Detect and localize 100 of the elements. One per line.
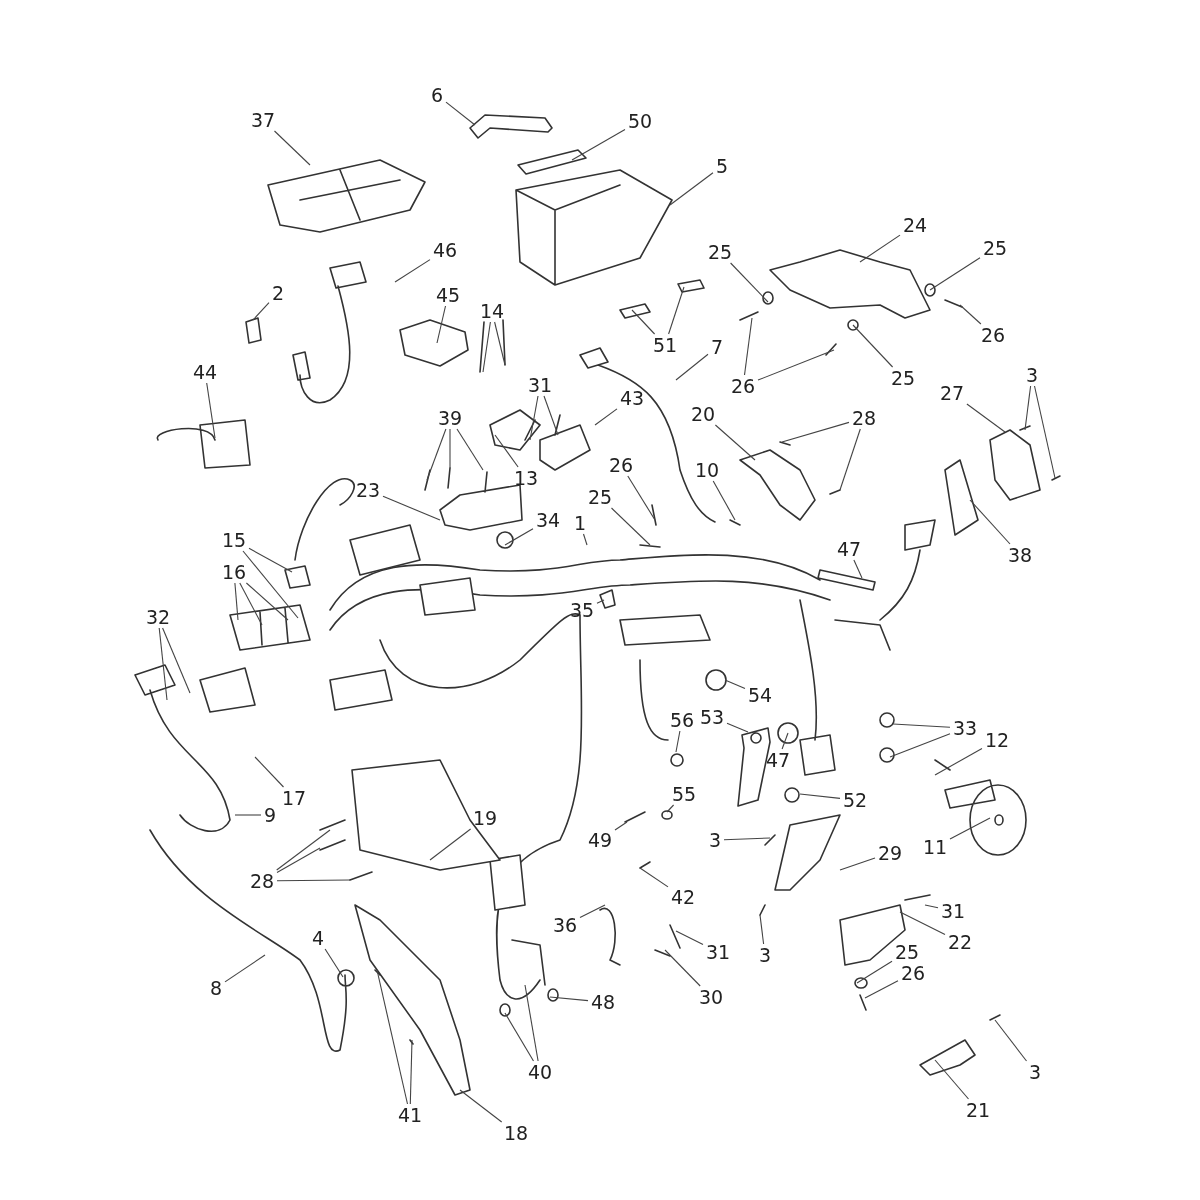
callout-number: 26 bbox=[900, 962, 926, 984]
callout-number: 35 bbox=[569, 599, 595, 621]
leader-line bbox=[239, 582, 263, 626]
callout-number: 11 bbox=[922, 836, 948, 858]
leader-line bbox=[899, 911, 946, 936]
leader-line bbox=[864, 980, 899, 999]
callout-number: 34 bbox=[535, 509, 561, 531]
leader-line bbox=[248, 547, 293, 573]
leader-line bbox=[664, 949, 701, 987]
leader-line bbox=[436, 305, 447, 344]
callout-number: 13 bbox=[513, 467, 539, 489]
leader-line bbox=[456, 428, 484, 471]
leader-line bbox=[276, 829, 331, 871]
leader-line bbox=[276, 847, 321, 874]
leader-line bbox=[892, 723, 951, 728]
leader-line bbox=[276, 879, 351, 882]
leader-line bbox=[757, 349, 835, 381]
leader-line bbox=[549, 996, 589, 1002]
callout-number: 10 bbox=[694, 459, 720, 481]
leader-line bbox=[494, 321, 506, 366]
callout-number: 24 bbox=[902, 214, 928, 236]
callout-number: 53 bbox=[699, 706, 725, 728]
leader-line bbox=[627, 475, 656, 521]
leader-line bbox=[571, 129, 626, 161]
callout-number: 55 bbox=[671, 783, 697, 805]
callout-number: 31 bbox=[705, 941, 731, 963]
callout-number: 31 bbox=[527, 374, 553, 396]
leader-line bbox=[730, 262, 769, 303]
leader-line bbox=[579, 904, 606, 919]
callout-number: 39 bbox=[437, 407, 463, 429]
leader-line bbox=[631, 309, 656, 335]
leader-line bbox=[158, 627, 168, 701]
callout-number: 16 bbox=[221, 561, 247, 583]
callout-number: 47 bbox=[836, 538, 862, 560]
callout-number: 3 bbox=[708, 829, 722, 851]
leader-line bbox=[504, 1012, 535, 1062]
callout-number: 30 bbox=[698, 986, 724, 1008]
leader-line bbox=[614, 821, 628, 831]
leader-line bbox=[853, 559, 863, 579]
leader-line bbox=[666, 804, 675, 813]
callout-number: 15 bbox=[221, 529, 247, 551]
leader-line bbox=[675, 930, 704, 946]
leader-line bbox=[726, 722, 749, 733]
callout-number: 40 bbox=[527, 1061, 553, 1083]
leader-line bbox=[1024, 385, 1032, 431]
leader-line bbox=[376, 969, 409, 1105]
leader-line bbox=[639, 867, 669, 888]
leader-line bbox=[162, 627, 191, 694]
callout-number: 19 bbox=[472, 807, 498, 829]
leader-line bbox=[382, 495, 441, 521]
callout-number: 25 bbox=[982, 237, 1008, 259]
leader-line bbox=[324, 948, 344, 978]
callout-number: 52 bbox=[842, 789, 868, 811]
callout-number: 41 bbox=[397, 1104, 423, 1126]
leader-line bbox=[594, 408, 618, 426]
callout-number: 25 bbox=[587, 486, 613, 508]
callout-number: 44 bbox=[192, 361, 218, 383]
callout-number: 22 bbox=[947, 931, 973, 953]
leader-line bbox=[966, 403, 1006, 433]
leader-line bbox=[524, 984, 539, 1062]
callout-number: 21 bbox=[965, 1099, 991, 1121]
leader-line bbox=[799, 793, 841, 799]
callout-number: 9 bbox=[263, 804, 277, 826]
callout-number: 37 bbox=[250, 109, 276, 131]
callout-number: 14 bbox=[479, 300, 505, 322]
callout-number: 3 bbox=[1025, 364, 1039, 386]
leader-line bbox=[714, 424, 756, 461]
callout-number: 36 bbox=[552, 914, 578, 936]
leader-line bbox=[582, 533, 588, 546]
leader-line bbox=[224, 954, 266, 983]
leader-line bbox=[242, 550, 299, 619]
leader-line bbox=[529, 395, 539, 441]
leader-line bbox=[245, 582, 289, 621]
leader-line bbox=[934, 1059, 970, 1100]
leader-line bbox=[743, 317, 753, 376]
callout-number: 23 bbox=[355, 479, 381, 501]
callout-number: 26 bbox=[980, 324, 1006, 346]
leader-line bbox=[234, 582, 239, 621]
callout-number: 43 bbox=[619, 387, 645, 409]
leader-line bbox=[759, 914, 765, 945]
leader-line bbox=[504, 528, 534, 546]
leader-line bbox=[429, 828, 472, 861]
leader-line bbox=[723, 837, 771, 841]
callout-number: 2 bbox=[271, 282, 285, 304]
callout-number: 8 bbox=[209, 977, 223, 999]
callout-number: 56 bbox=[669, 709, 695, 731]
leader-line bbox=[273, 130, 311, 166]
callout-number: 38 bbox=[1007, 544, 1033, 566]
leader-line bbox=[969, 499, 1011, 545]
leader-line bbox=[252, 302, 270, 321]
leader-line bbox=[889, 733, 951, 758]
leader-line bbox=[856, 960, 893, 984]
leader-line bbox=[206, 382, 216, 439]
callout-number: 47 bbox=[765, 749, 791, 771]
leader-line bbox=[610, 507, 651, 546]
callout-number: 42 bbox=[670, 886, 696, 908]
leader-line bbox=[994, 1019, 1028, 1062]
callout-number: 26 bbox=[608, 454, 634, 476]
leader-line bbox=[852, 324, 894, 368]
leader-line bbox=[712, 480, 736, 521]
